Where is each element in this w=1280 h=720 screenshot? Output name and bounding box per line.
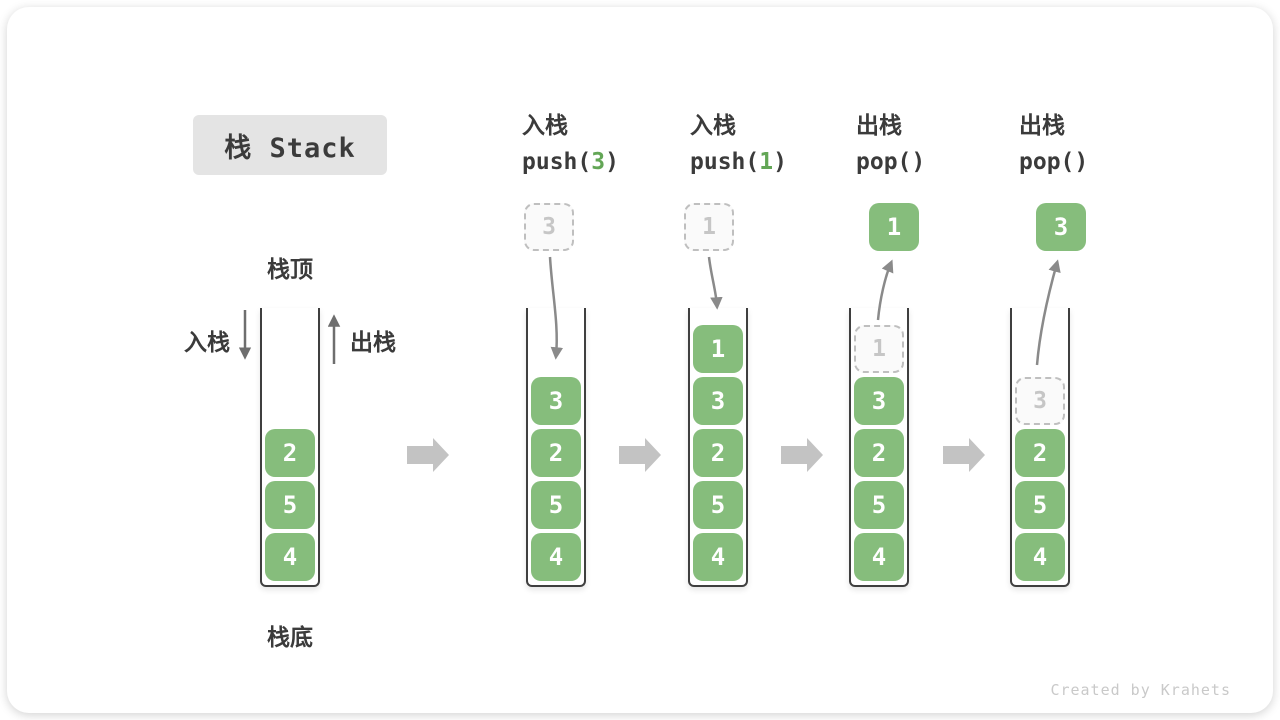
- watermark: Created by Krahets: [1050, 681, 1231, 699]
- stack-cell: 2: [693, 429, 743, 477]
- op-header-cn: 出栈: [856, 112, 902, 138]
- stack-cell: 4: [1015, 533, 1065, 581]
- stack-bottom-label: 栈底: [267, 624, 313, 650]
- stack-container-push-3: [526, 308, 586, 587]
- step-arrow-icon: [407, 438, 449, 472]
- stack-cell: 2: [854, 429, 904, 477]
- op-prefix: pop(: [1019, 149, 1075, 175]
- stack-cell: 4: [854, 533, 904, 581]
- ghost-cell: 3: [1015, 377, 1065, 425]
- arrows-overlay: [238, 256, 1061, 472]
- stack-cell: 1: [693, 325, 743, 373]
- stack-container-push-1: [688, 308, 748, 587]
- op-prefix: pop(: [856, 149, 912, 175]
- incoming-value-box: 3: [524, 203, 574, 251]
- op-suffix: ): [605, 149, 619, 175]
- stack-cell: 4: [265, 533, 315, 581]
- op-prefix: push(: [522, 149, 592, 175]
- stack-container-initial: [260, 308, 320, 587]
- stack-container-pop-1: [849, 308, 909, 587]
- popped-value-box: 3: [1036, 203, 1086, 251]
- stack-cell: 2: [1015, 429, 1065, 477]
- stack-top-label: 栈顶: [267, 256, 313, 282]
- op-arg: 3: [591, 149, 606, 175]
- op-header-cn: 入栈: [522, 112, 568, 138]
- stack-cell: 5: [1015, 481, 1065, 529]
- op-prefix: push(: [690, 149, 760, 175]
- stack-cell: 3: [693, 377, 743, 425]
- stack-cell: 2: [265, 429, 315, 477]
- incoming-value-box: 1: [684, 203, 734, 251]
- stack-cell: 3: [854, 377, 904, 425]
- diagram-card: 栈 Stack 栈顶 栈底 入栈 出栈 入栈 push(3) 入栈 push(1…: [7, 7, 1273, 713]
- op-header-cn: 出栈: [1019, 112, 1065, 138]
- op-header-code: push(1): [690, 149, 787, 175]
- stack-cell: 5: [693, 481, 743, 529]
- stack-cell: 5: [854, 481, 904, 529]
- op-header-code: pop(): [856, 149, 925, 175]
- step-arrow-icon: [619, 438, 661, 472]
- title-box: 栈 Stack: [193, 115, 387, 175]
- op-suffix: ): [911, 149, 926, 175]
- stack-cell: 5: [531, 481, 581, 529]
- stack-cell: 2: [531, 429, 581, 477]
- stack-cell: 3: [531, 377, 581, 425]
- title-text: 栈 Stack: [224, 132, 356, 164]
- pop-side-label: 出栈: [350, 329, 396, 355]
- stack-cell: 5: [265, 481, 315, 529]
- stack-cell: 4: [693, 533, 743, 581]
- ghost-cell: 1: [854, 325, 904, 373]
- op-arg: 1: [759, 149, 774, 175]
- push-curve-arrow-icon: [707, 256, 723, 310]
- op-header-push-3: 入栈 push(3): [522, 112, 619, 175]
- op-header-pop-3: 出栈 pop(): [1019, 112, 1088, 175]
- op-suffix: ): [773, 149, 787, 175]
- push-side-label: 入栈: [184, 329, 230, 355]
- step-arrow-icon: [943, 438, 985, 472]
- op-header-push-1: 入栈 push(1): [690, 112, 787, 175]
- op-header-code: pop(): [1019, 149, 1088, 175]
- stack-cell: 4: [531, 533, 581, 581]
- step-arrow-icon: [781, 438, 823, 472]
- op-header-cn: 入栈: [690, 112, 736, 138]
- popped-value-box: 1: [869, 203, 919, 251]
- op-suffix: ): [1074, 149, 1089, 175]
- stack-container-pop-3: [1010, 308, 1070, 587]
- op-header-pop-1: 出栈 pop(): [856, 112, 925, 175]
- op-header-code: push(3): [522, 149, 619, 175]
